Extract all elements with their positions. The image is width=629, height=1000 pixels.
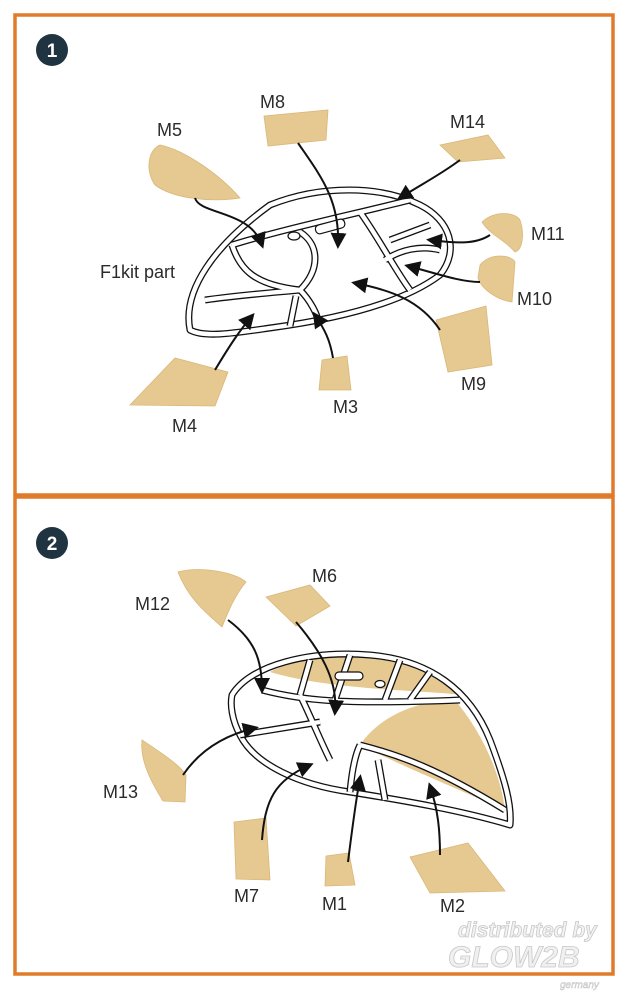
svg-text:M13: M13: [103, 782, 138, 802]
svg-text:M5: M5: [157, 120, 182, 140]
svg-text:2: 2: [47, 534, 58, 555]
svg-text:M3: M3: [333, 397, 358, 417]
distributor-watermark: distributed by GLOW2B germany: [448, 919, 601, 992]
svg-text:M1: M1: [322, 894, 347, 914]
svg-text:1: 1: [47, 41, 58, 62]
svg-text:M6: M6: [312, 566, 337, 586]
svg-text:GLOW2B: GLOW2B: [448, 941, 580, 974]
mask-m12: M12: [135, 569, 270, 694]
svg-text:M10: M10: [517, 289, 552, 309]
mask-m14: M14: [396, 112, 506, 201]
mask-m11: M11: [426, 213, 565, 253]
part-label: F1kit part: [100, 262, 175, 282]
step-badge: 1: [36, 34, 68, 66]
step-1-panel: 1 F1kit part M5 M8 M14: [13, 13, 615, 497]
panel-frame: [13, 13, 615, 497]
svg-text:M11: M11: [531, 224, 565, 244]
svg-text:distributed by: distributed by: [458, 919, 598, 942]
svg-text:M4: M4: [172, 416, 197, 436]
mask-m6: M6: [265, 566, 345, 716]
mask-m8: M8: [260, 92, 347, 249]
mask-m5: M5: [148, 120, 266, 249]
svg-text:M14: M14: [450, 112, 485, 132]
svg-text:M7: M7: [234, 886, 259, 906]
mask-m7: M7: [233, 762, 314, 906]
svg-text:M2: M2: [440, 896, 465, 916]
mask-m3: M3: [312, 311, 358, 417]
panel-frame: [13, 495, 615, 976]
svg-text:M8: M8: [260, 92, 285, 112]
canopy-part-masked: [227, 650, 514, 829]
mask-m4: M4: [129, 312, 255, 436]
svg-text:M9: M9: [461, 374, 486, 394]
canopy-part: [185, 186, 454, 338]
mask-m10: M10: [404, 255, 552, 309]
step-2-panel: 2 M12 M6 M13 M7: [13, 495, 615, 976]
mask-m1: M1: [322, 774, 366, 914]
mask-m13: M13: [103, 722, 259, 803]
mask-m9: M9: [351, 277, 493, 394]
svg-text:germany: germany: [560, 980, 600, 991]
step-badge: 2: [36, 527, 68, 559]
svg-text:M12: M12: [135, 594, 170, 614]
mask-m2: M2: [409, 782, 506, 916]
